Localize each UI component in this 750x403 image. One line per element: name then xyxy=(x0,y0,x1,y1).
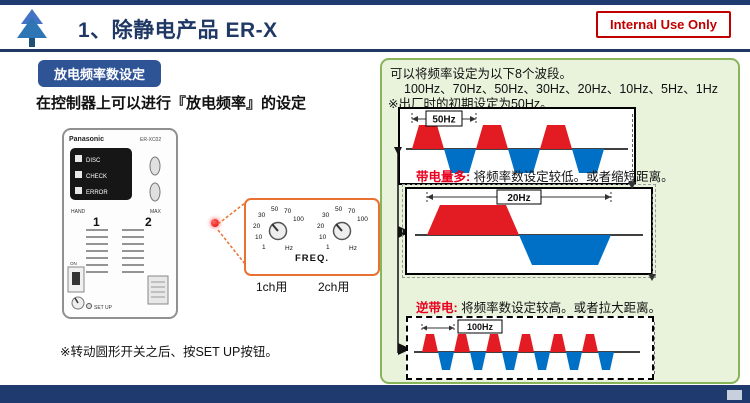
frequency-knob-ch2[interactable]: 10 20 30 50 70 100 1 Hz xyxy=(314,202,372,252)
channel-2-number: 2 xyxy=(145,215,152,229)
note1-label: 带电量多: xyxy=(416,170,471,184)
ch2-use-label: 2ch用 xyxy=(318,280,350,294)
band-list-line2: 100Hz、70Hz、50Hz、30Hz、20Hz、10Hz、5Hz、1Hz xyxy=(404,82,718,96)
ch1-use-label: 1ch用 xyxy=(256,280,288,294)
knob-num-50: 50 xyxy=(271,206,279,213)
wave2-guide-arrow-icon xyxy=(648,274,656,285)
knob-num-20: 20 xyxy=(317,223,325,230)
connector-pins xyxy=(151,281,165,298)
frequency-knob-ch1[interactable]: 10 20 30 50 70 100 1 Hz xyxy=(250,202,308,252)
knob-num-30: 30 xyxy=(322,212,330,219)
on-label: ON xyxy=(70,261,77,266)
band-intro-line1: 可以将频率设定为以下8个波段。 xyxy=(390,67,572,81)
frequency-knob-zoom-box: 10 20 30 50 70 100 1 Hz 10 20 30 50 70 1… xyxy=(244,198,380,276)
footer-bar xyxy=(0,385,750,403)
indicator-check-label: CHECK xyxy=(86,174,107,180)
knob-num-70: 70 xyxy=(284,208,292,215)
note2-text: 将频率数设定较高。或者拉大距离。 xyxy=(461,301,662,315)
device-model: ER-XC02 xyxy=(140,137,161,143)
top-strip xyxy=(0,0,750,5)
waveform-20hz-frame: 20Hz xyxy=(402,184,656,278)
knob-num-1: 1 xyxy=(262,244,266,251)
controller-device-illustration: Panasonic ER-XC02 DISC CHECK ERROR HAND … xyxy=(62,128,178,319)
knob-num-30: 30 xyxy=(258,212,266,219)
footer-corner-mark xyxy=(727,390,742,400)
section-label: 放电频率数设定 xyxy=(38,60,162,87)
wave1-guide-arrow-icon xyxy=(628,182,636,193)
wave2-label: 20Hz xyxy=(507,193,530,204)
wave3-label: 100Hz xyxy=(467,322,494,332)
knob-num-100: 100 xyxy=(357,216,368,223)
waveform-100hz-diagram: 100Hz xyxy=(406,316,654,380)
setup-button-label: SET UP xyxy=(94,305,113,311)
flow-connector-arrows xyxy=(394,147,411,355)
waveform-20hz-diagram: 20Hz xyxy=(405,187,653,275)
indicator-error-label: ERROR xyxy=(86,190,108,196)
knob-num-50: 50 xyxy=(335,206,343,213)
knob-unit-hz: Hz xyxy=(285,245,293,252)
indicator-disc-label: DISC xyxy=(86,158,101,164)
knob-num-70: 70 xyxy=(348,208,356,215)
setup-note: ※转动圆形开关之后、按SET UP按钮。 xyxy=(60,345,278,359)
knob-num-1: 1 xyxy=(326,244,330,251)
channel-1-number: 1 xyxy=(93,215,100,229)
page-title: 1、除静电产品 ER-X xyxy=(78,19,278,42)
max-label: MAX xyxy=(150,209,162,215)
knob-unit-hz: Hz xyxy=(349,245,357,252)
intro-text: 在控制器上可以进行『放电频率』的设定 xyxy=(36,95,307,112)
wave1-label: 50Hz xyxy=(432,115,455,126)
note1-text: 将频率数设定较低。或者缩短距离。 xyxy=(473,170,674,184)
knob-num-100: 100 xyxy=(293,216,304,223)
freq-label: FREQ. xyxy=(294,253,330,264)
internal-use-only-badge: Internal Use Only xyxy=(596,11,731,38)
selector-scale-lines xyxy=(86,229,144,273)
knob-num-10: 10 xyxy=(255,234,263,241)
knob-num-20: 20 xyxy=(253,223,261,230)
hand-label: HAND xyxy=(71,209,86,215)
wave3-right-guide xyxy=(654,322,655,374)
wave1-right-guide xyxy=(632,114,633,182)
device-brand: Panasonic xyxy=(69,136,104,143)
zoom-leader-lines xyxy=(217,202,246,265)
header-divider xyxy=(0,49,750,52)
wave2-right-guide xyxy=(652,194,653,274)
note-high-charge: 带电量多: 将频率数设定较低。或者缩短距离。 xyxy=(416,166,674,185)
note-reverse-charge: 逆带电: 将频率数设定较高。或者拉大距离。 xyxy=(416,297,661,316)
company-tree-logo-icon xyxy=(17,9,47,47)
pointer-dot xyxy=(211,219,219,227)
note2-label: 逆带电: xyxy=(416,301,458,315)
knob-num-10: 10 xyxy=(319,234,327,241)
